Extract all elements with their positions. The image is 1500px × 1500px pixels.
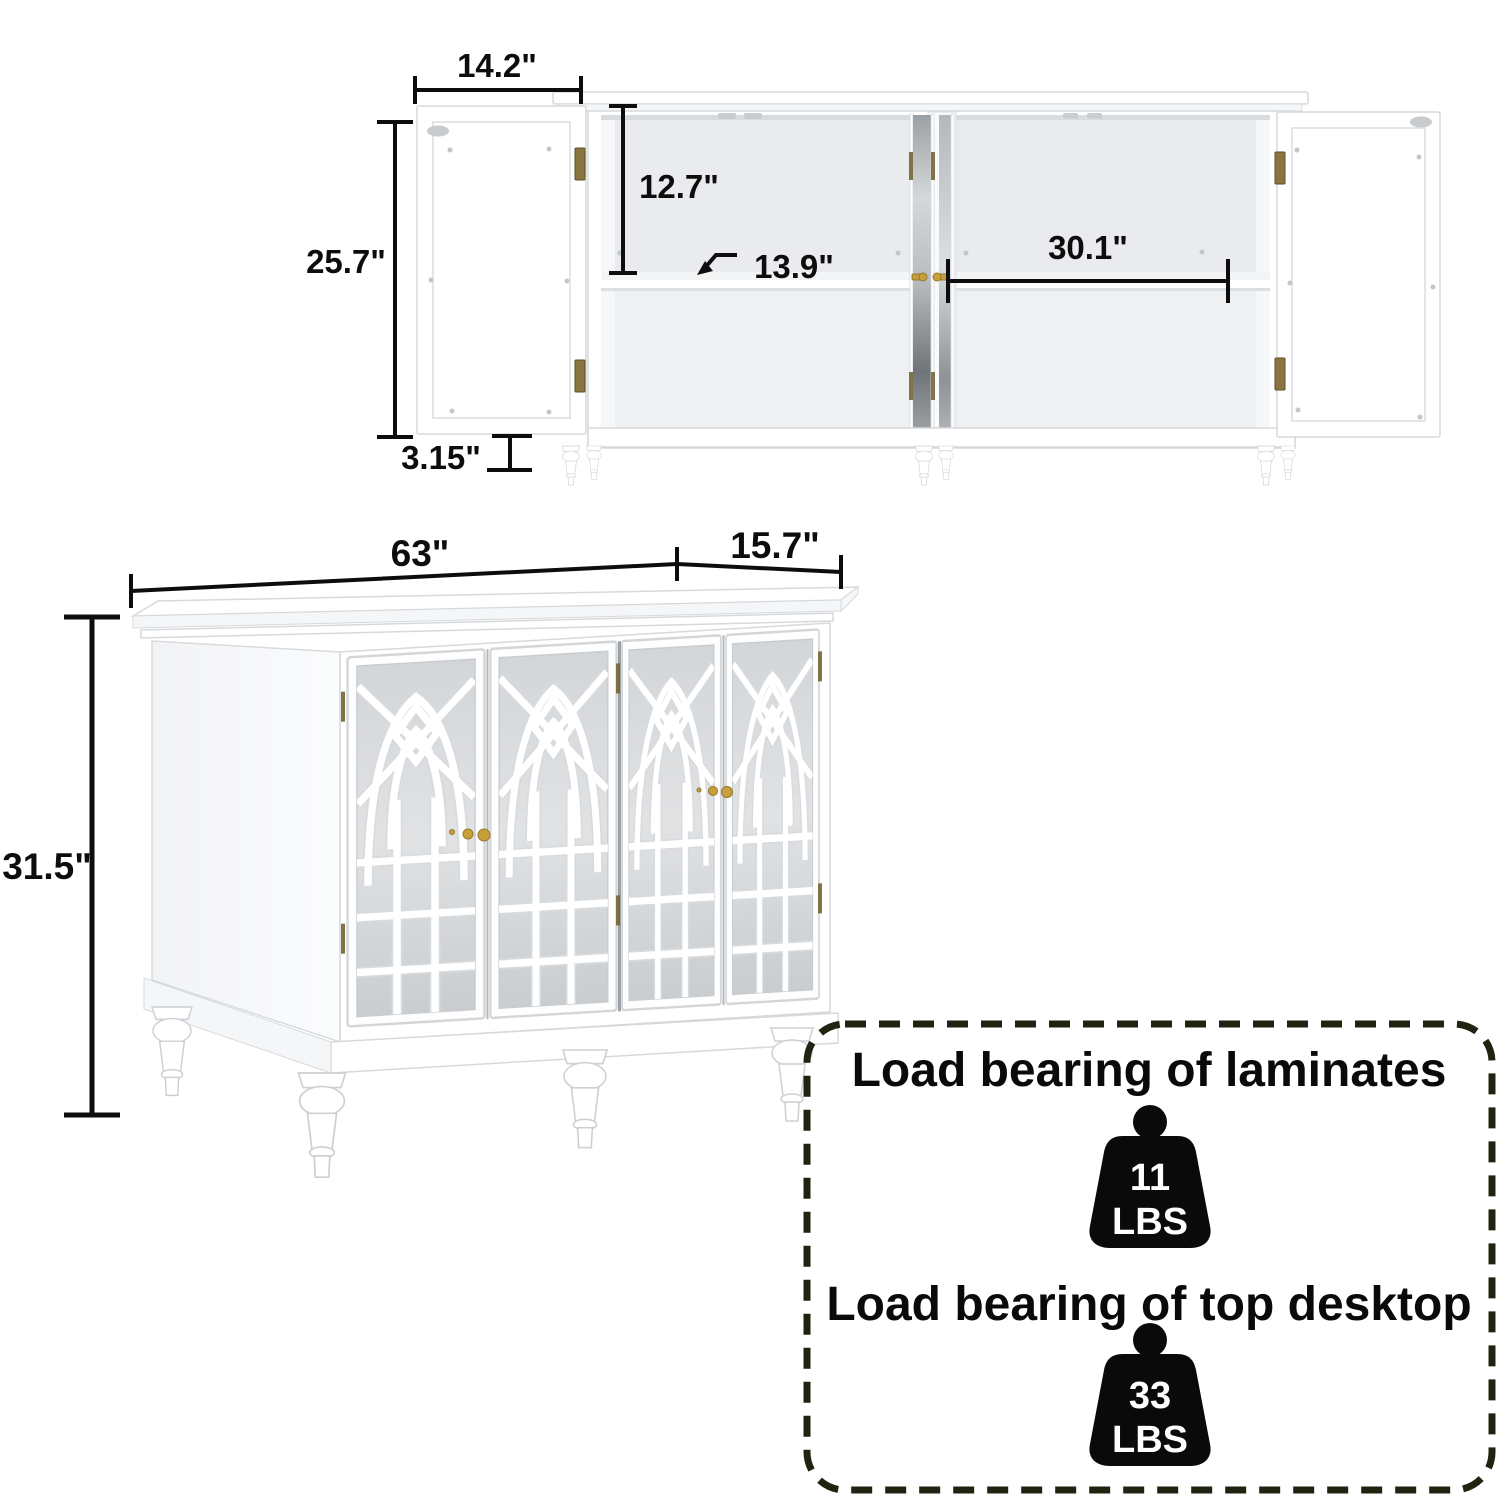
hinge-icon xyxy=(574,359,586,393)
dim-cabinet-height-label: 25.7" xyxy=(306,243,386,280)
weight-icon: 33 LBS xyxy=(1089,1323,1211,1466)
closed-cabinet-view: 63" 15.7" 31.5" xyxy=(2,525,861,1179)
vent-slot xyxy=(1063,113,1078,119)
door-handle-recess xyxy=(427,125,449,137)
load-laminates-title: Load bearing of laminates xyxy=(852,1044,1447,1097)
load-desktop-value: 33 xyxy=(1129,1375,1171,1417)
left-compartment xyxy=(601,113,912,428)
left-open-door xyxy=(416,105,587,435)
hinge-icon xyxy=(574,147,586,181)
door-knobs xyxy=(449,786,733,842)
load-laminates-unit: LBS xyxy=(1112,1201,1188,1243)
hinge-icon xyxy=(616,895,620,926)
right-compartment xyxy=(952,113,1270,428)
dim-depth-label: 15.7" xyxy=(730,525,820,566)
dim-cabinet-height: 25.7" xyxy=(306,120,413,439)
dim-interior-height: 12.7" xyxy=(609,104,719,275)
open-view-feet xyxy=(561,445,1296,486)
load-desktop-unit: LBS xyxy=(1112,1419,1188,1461)
closed-view-doors xyxy=(341,629,822,1028)
vent-slot xyxy=(718,113,736,119)
closed-view-top-panel xyxy=(130,585,861,639)
vent-slot xyxy=(1087,113,1102,119)
right-shelf xyxy=(952,272,1270,291)
load-capacity-item: Load bearing of top desktop 33 LBS xyxy=(826,1278,1472,1466)
dim-leg-height: 3.15" xyxy=(401,434,532,476)
weight-icon: 11 LBS xyxy=(1089,1105,1211,1248)
load-desktop-title: Load bearing of top desktop xyxy=(826,1278,1471,1331)
open-view-top-panel xyxy=(552,91,1309,112)
dim-height: 31.5" xyxy=(2,614,120,1118)
dim-width-label: 63" xyxy=(391,533,450,574)
door-handle-recess xyxy=(1410,116,1432,128)
vent-slot xyxy=(744,113,762,119)
dim-door-width-label: 14.2" xyxy=(457,47,537,84)
load-capacity-panel: Load bearing of laminates 11 LBS Load be… xyxy=(803,1020,1496,1494)
dim-shelf-depth: 13.9" xyxy=(697,248,834,285)
hinge-icon xyxy=(818,651,822,682)
hinge-icon xyxy=(1274,151,1286,185)
load-laminates-value: 11 xyxy=(1130,1157,1170,1199)
hinge-icon xyxy=(341,923,345,954)
dim-door-width: 14.2" xyxy=(413,47,583,104)
dim-shelf-depth-label: 13.9" xyxy=(754,248,834,285)
dim-interior-height-label: 12.7" xyxy=(639,168,719,205)
hinge-icon xyxy=(818,883,822,914)
dim-width-depth: 63" 15.7" xyxy=(129,525,843,608)
hinge-icon xyxy=(616,663,620,694)
closed-view-plinth xyxy=(143,977,839,1074)
open-cabinet-view: 14.2" 25.7" 12.7" 13.9" 30.1" xyxy=(306,47,1441,486)
load-capacity-item: Load bearing of laminates 11 LBS xyxy=(852,1044,1447,1248)
dim-leg-height-label: 3.15" xyxy=(401,439,481,476)
dim-shelf-width: 30.1" xyxy=(946,229,1230,303)
left-shelf xyxy=(601,272,912,291)
right-open-door xyxy=(1274,111,1441,438)
knob-icon xyxy=(911,272,949,282)
hinge-icon xyxy=(1274,357,1286,391)
hinge-icon xyxy=(341,691,345,722)
dim-height-label: 31.5" xyxy=(2,846,92,887)
open-view-bottom-panel xyxy=(587,427,1296,448)
dashed-border xyxy=(803,1020,1496,1494)
dim-shelf-width-label: 30.1" xyxy=(1048,229,1128,266)
closed-view-left-side xyxy=(151,640,341,1044)
